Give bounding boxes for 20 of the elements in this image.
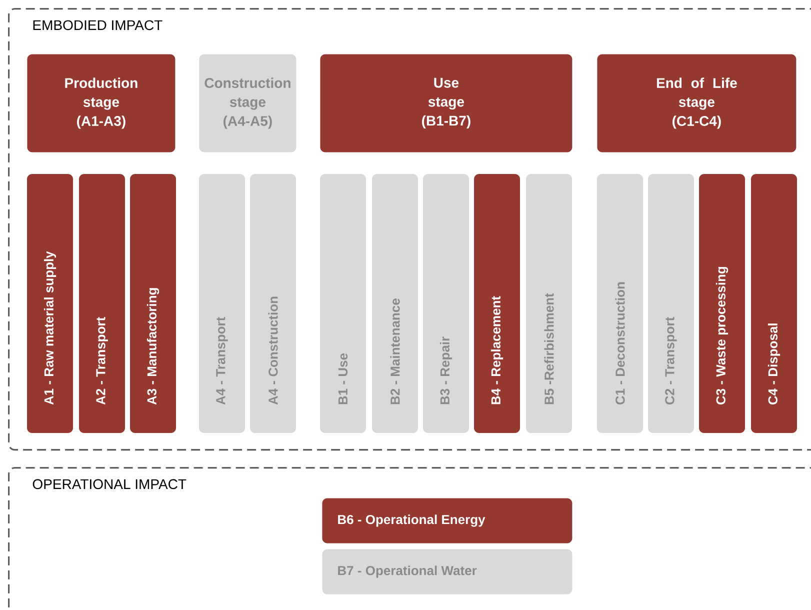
module-bar: B3 - Repair <box>423 174 469 433</box>
module-bar: C1 - Deconstruction <box>597 174 643 433</box>
stage-box: End of Life stage (C1-C4) <box>597 54 796 152</box>
module-bar: A4 - Transport <box>199 174 245 433</box>
module-bar: B1 - Use <box>320 174 366 433</box>
stage-box: Construction stage (A4-A5) <box>199 54 296 152</box>
module-bar: B4 - Replacement <box>474 174 520 433</box>
module-bar: A3 - Manufactoring <box>130 174 176 433</box>
module-bar: A1 - Raw material supply <box>27 174 73 433</box>
module-bar: A2 - Transport <box>79 174 125 433</box>
module-bar: A4 - Construction <box>250 174 296 433</box>
module-bar: C4 - Disposal <box>751 174 797 433</box>
module-bar: C3 - Waste processing <box>699 174 745 433</box>
stage-box: Use stage (B1-B7) <box>320 54 572 152</box>
module-box: B6 - Operational Energy <box>322 498 572 544</box>
module-bar: B2 - Maintenance <box>372 174 418 433</box>
module-box: B7 - Operational Water <box>322 549 572 594</box>
module-bar: C2 - Transport <box>648 174 694 433</box>
module-bar: B5 -Refirbishment <box>526 174 572 433</box>
stage-box: Production stage (A1-A3) <box>27 54 176 152</box>
